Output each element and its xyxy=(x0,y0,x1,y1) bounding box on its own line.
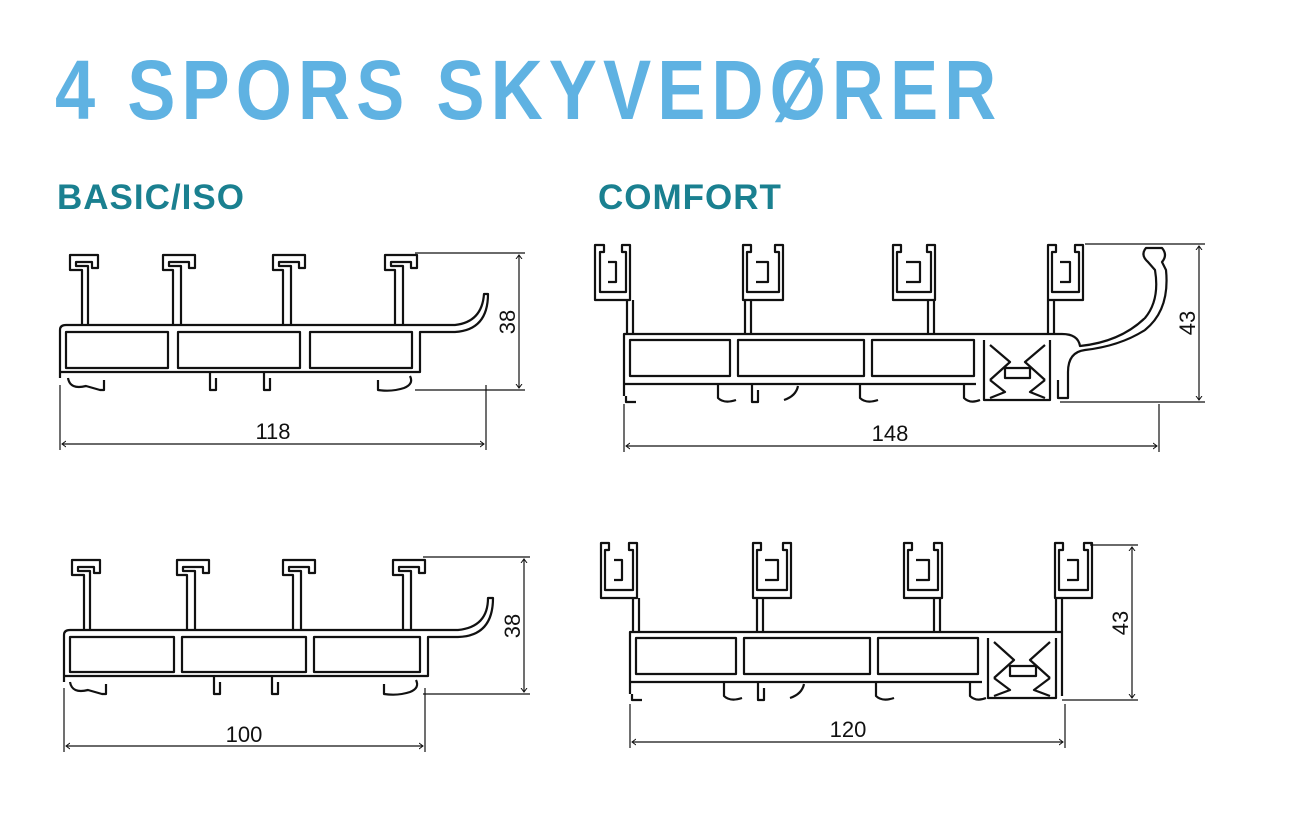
profile-basic-iso-100 xyxy=(62,558,495,696)
dimension-height-comfort-1: 43 xyxy=(1175,311,1200,335)
page-title: 4 SPORS SKYVEDØRER xyxy=(55,43,1003,137)
profile-basic-iso-118 xyxy=(58,253,490,392)
profile-comfort-148 xyxy=(593,243,1168,404)
dimension-width-comfort-1: 148 xyxy=(872,421,909,446)
dimension-lines-comfort-148 xyxy=(623,243,1205,452)
section-title-comfort: COMFORT xyxy=(598,178,782,217)
dimension-width-comfort-2: 120 xyxy=(830,717,867,742)
dimension-lines-basic-iso-100 xyxy=(63,556,530,752)
dimension-lines-comfort-120 xyxy=(629,544,1138,748)
dimension-height-basic-iso-2: 38 xyxy=(500,614,525,638)
dimension-width-basic-iso-2: 100 xyxy=(226,722,263,747)
dimension-width-basic-iso-1: 118 xyxy=(255,419,290,444)
dimension-height-basic-iso-1: 38 xyxy=(495,310,520,334)
dimension-lines-basic-iso-118 xyxy=(59,252,525,450)
profile-comfort-120 xyxy=(599,541,1094,702)
section-title-basic-iso: BASIC/ISO xyxy=(57,178,245,217)
dimension-height-comfort-2: 43 xyxy=(1108,611,1133,635)
